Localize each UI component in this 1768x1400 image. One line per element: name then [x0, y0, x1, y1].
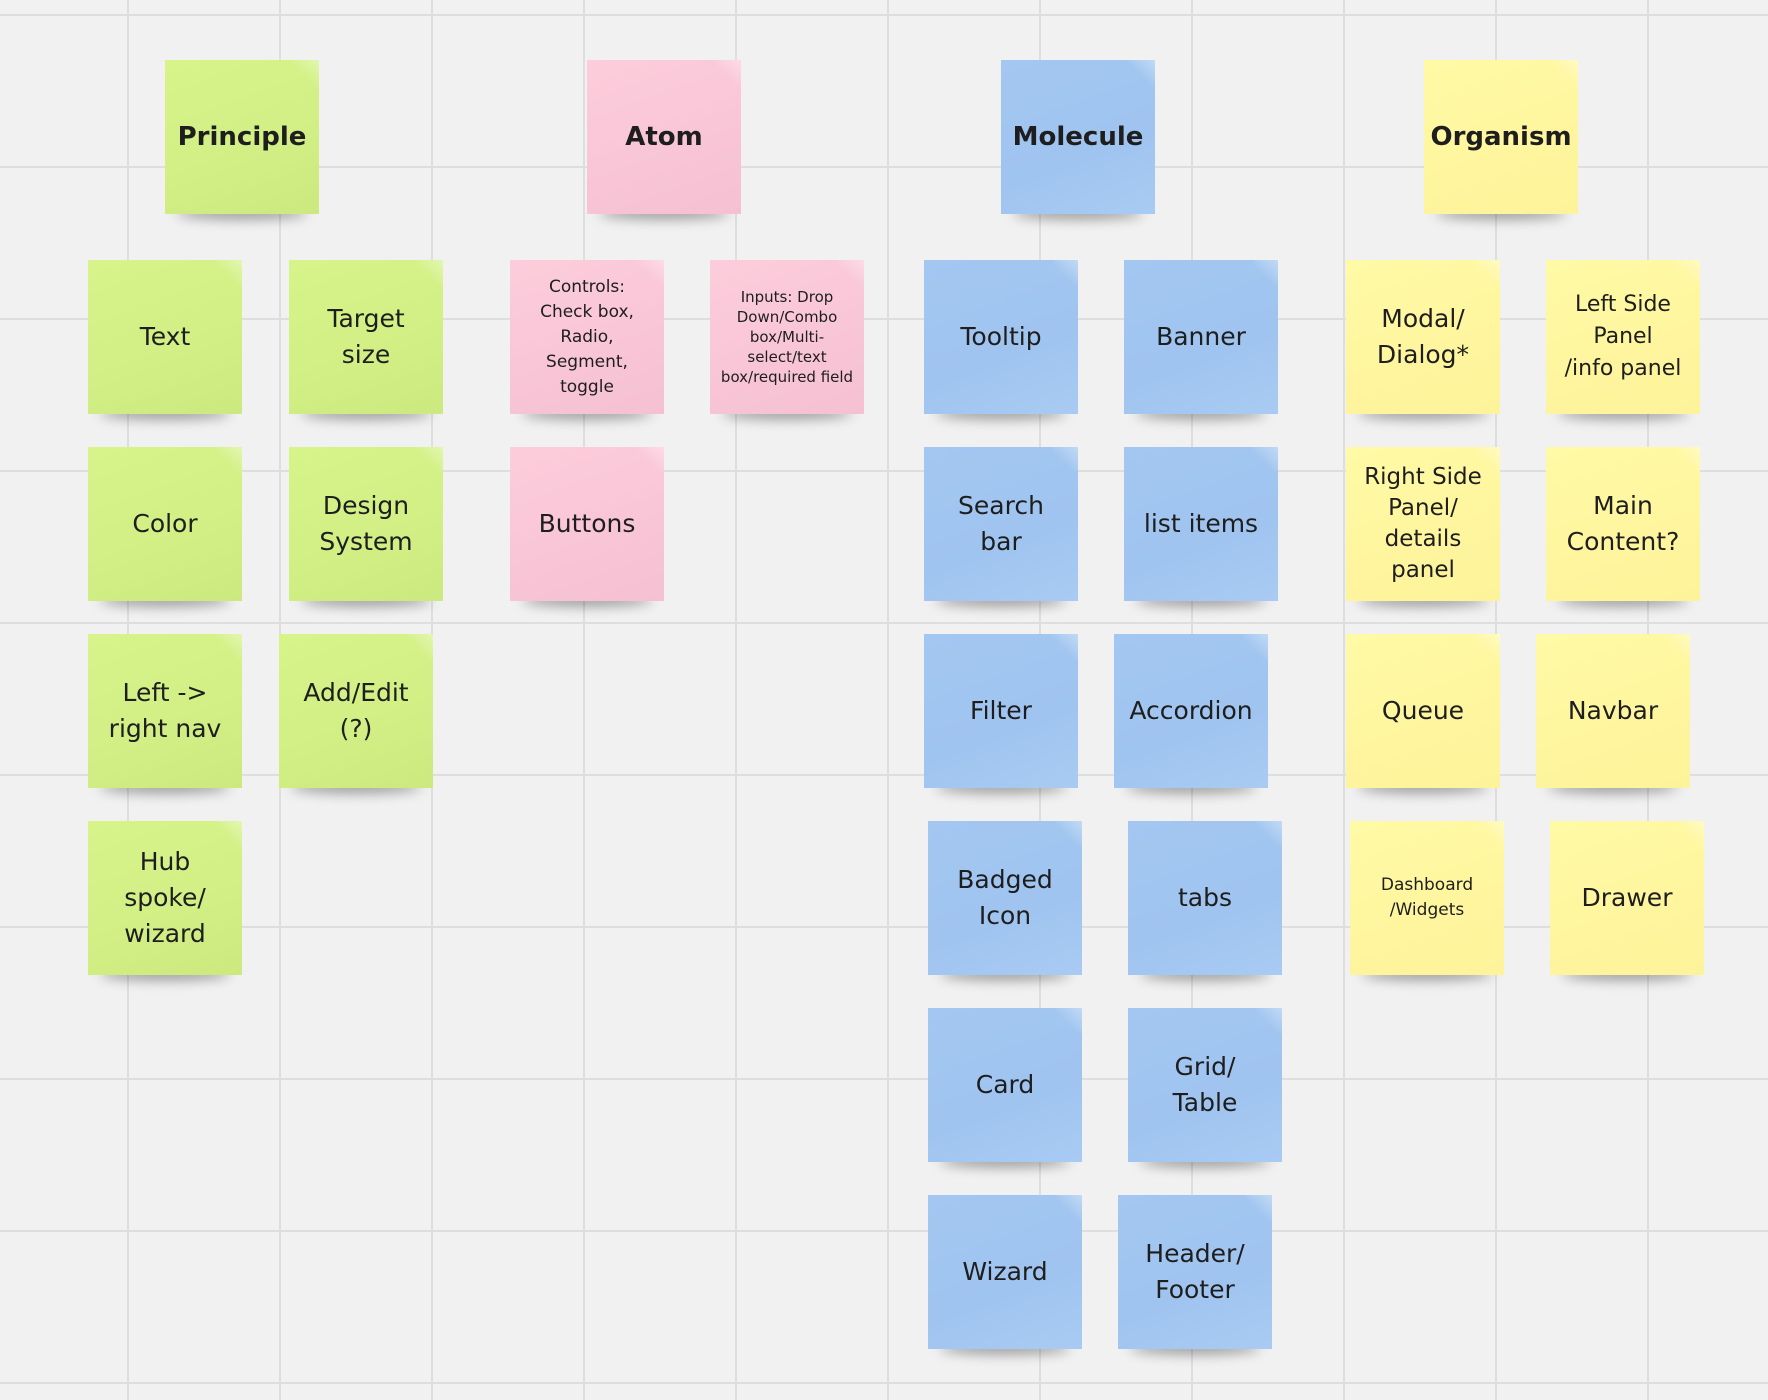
sticky-note-modal-dialog[interactable]: Modal/ Dialog*	[1346, 260, 1500, 414]
sticky-note-buttons[interactable]: Buttons	[510, 447, 664, 601]
sticky-note-header-footer[interactable]: Header/ Footer	[1118, 1195, 1272, 1349]
sticky-note-badged-icon[interactable]: Badged Icon	[928, 821, 1082, 975]
sticky-note-principle-header[interactable]: Principle	[165, 60, 319, 214]
sticky-note-filter[interactable]: Filter	[924, 634, 1078, 788]
sticky-note-left-side-panel[interactable]: Left Side Panel /info panel	[1546, 260, 1700, 414]
sticky-note-card[interactable]: Card	[928, 1008, 1082, 1162]
sticky-note-list-items[interactable]: list items	[1124, 447, 1278, 601]
sticky-note-drawer[interactable]: Drawer	[1550, 821, 1704, 975]
sticky-note-dashboard-widgets[interactable]: Dashboard /Widgets	[1350, 821, 1504, 975]
sticky-note-controls[interactable]: Controls: Check box, Radio, Segment, tog…	[510, 260, 664, 414]
sticky-note-grid-table[interactable]: Grid/ Table	[1128, 1008, 1282, 1162]
sticky-note-text[interactable]: Text	[88, 260, 242, 414]
sticky-note-queue[interactable]: Queue	[1346, 634, 1500, 788]
sticky-note-hub-spoke-wizard[interactable]: Hub spoke/ wizard	[88, 821, 242, 975]
sticky-note-navbar[interactable]: Navbar	[1536, 634, 1690, 788]
sticky-note-search-bar[interactable]: Search bar	[924, 447, 1078, 601]
sticky-note-banner[interactable]: Banner	[1124, 260, 1278, 414]
sticky-note-molecule-header[interactable]: Molecule	[1001, 60, 1155, 214]
sticky-note-accordion[interactable]: Accordion	[1114, 634, 1268, 788]
sticky-note-tooltip[interactable]: Tooltip	[924, 260, 1078, 414]
sticky-note-atom-header[interactable]: Atom	[587, 60, 741, 214]
sticky-note-inputs[interactable]: Inputs: Drop Down/Combo box/Multi- selec…	[710, 260, 864, 414]
sticky-note-organism-header[interactable]: Organism	[1424, 60, 1578, 214]
sticky-note-right-side-panel[interactable]: Right Side Panel/ details panel	[1346, 447, 1500, 601]
sticky-note-tabs[interactable]: tabs	[1128, 821, 1282, 975]
sticky-note-target-size[interactable]: Target size	[289, 260, 443, 414]
sticky-note-add-edit[interactable]: Add/Edit (?)	[279, 634, 433, 788]
sticky-note-wizard[interactable]: Wizard	[928, 1195, 1082, 1349]
sticky-note-main-content[interactable]: Main Content?	[1546, 447, 1700, 601]
sticky-note-color[interactable]: Color	[88, 447, 242, 601]
sticky-note-left-right-nav[interactable]: Left -> right nav	[88, 634, 242, 788]
sticky-note-design-system[interactable]: Design System	[289, 447, 443, 601]
